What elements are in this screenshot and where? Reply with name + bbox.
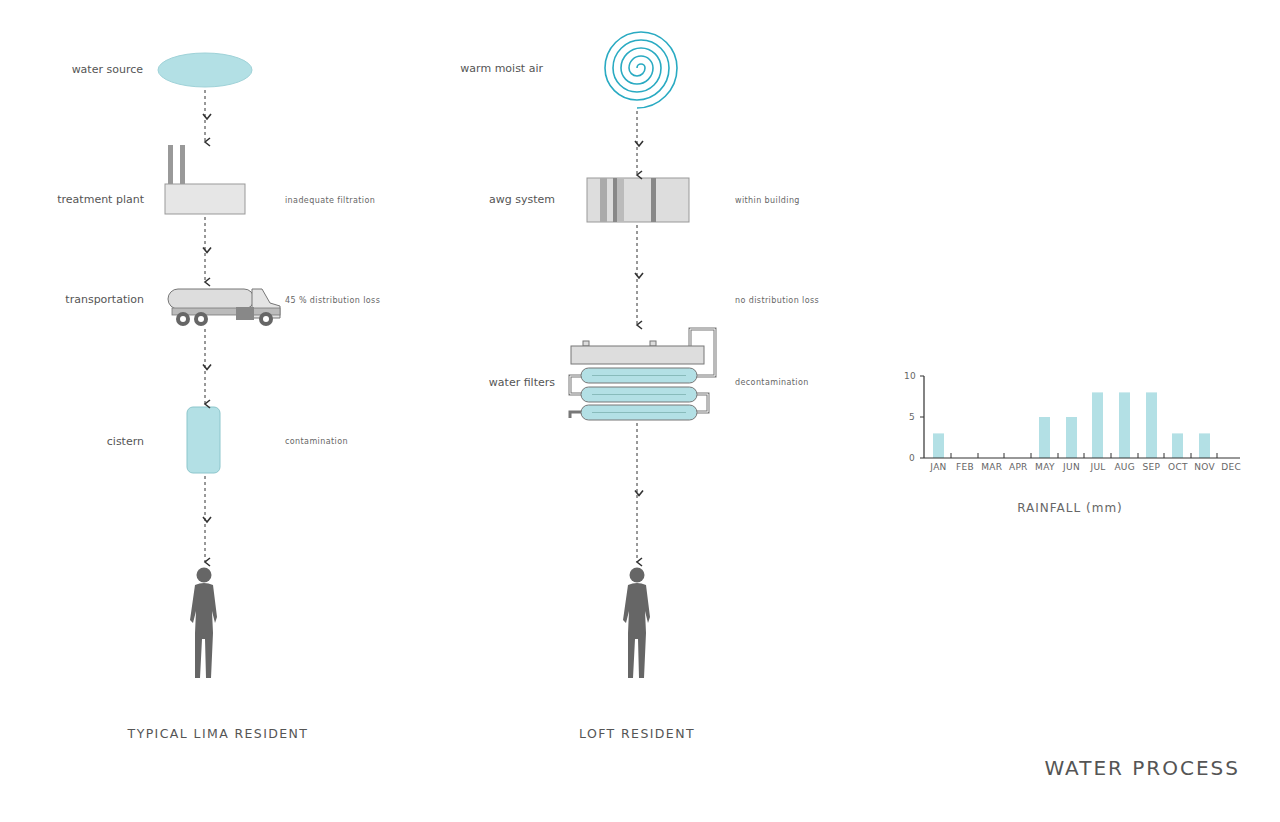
node-label: warm moist air [460,62,543,75]
node-label: water filters [489,376,555,389]
flow-arrow [205,329,206,404]
cistern-icon [187,407,220,473]
resident-node: TYPICAL LIMA RESIDENT [184,565,224,678]
moist-air-node: warm moist air [597,28,677,108]
person-silhouette [623,568,650,679]
flow-arrow [205,217,206,282]
month-label: OCT [1168,462,1188,473]
flow-arrow [205,90,206,142]
node-note: within building [735,196,800,206]
month-label: MAR [981,462,1002,473]
month-label: NOV [1194,462,1215,473]
cistern-node: cisterncontamination [186,407,221,473]
flow-arrow [637,225,638,325]
month-label: AUG [1114,462,1135,473]
month-label: JUN [1063,462,1080,473]
axis-value: 10 [904,371,916,382]
node-label: LOFT RESIDENT [579,726,695,741]
axis-value: 5 [909,412,915,423]
node-label: awg system [489,193,555,206]
truck-icon [168,289,280,326]
node-label: treatment plant [57,193,144,206]
node-label: water source [72,63,143,76]
water-filters-node: water filtersdecontamination [565,328,716,420]
node-label: TYPICAL LIMA RESIDENT [128,726,309,741]
axis-value: 0 [909,453,915,464]
node-label: transportation [65,293,144,306]
node-label: cistern [107,435,144,448]
month-label: MAY [1035,462,1055,473]
water-filters-icon [570,329,715,420]
treatment-plant-icon [165,145,245,214]
node-note: decontamination [735,378,809,388]
flow-arrow [205,476,206,562]
page-title: WATER PROCESS [1044,756,1240,780]
month-label: FEB [956,462,974,473]
water-source-icon [158,53,252,87]
flow-arrow [637,423,638,562]
month-label: SEP [1142,462,1160,473]
month-label: APR [1009,462,1028,473]
awg-unit-icon [587,178,689,222]
month-label: JUL [1091,462,1106,473]
transport-truck-node: transportation45 % distribution loss [167,285,280,326]
rainfall-chart [920,376,1240,458]
flow-arrow [637,111,638,175]
month-label: JAN [930,462,946,473]
person-silhouette [190,568,217,679]
node-note: 45 % distribution loss [285,296,380,306]
node-note: contamination [285,437,348,447]
air-spiral [605,32,677,108]
edge-label: no distribution loss [735,296,819,306]
node-note: inadequate filtration [285,196,375,206]
resident-node: LOFT RESIDENT [617,565,657,678]
water-source-node: water source [158,53,252,87]
axis-caption: RAINFALL (mm) [1017,501,1123,515]
awg-system-node: awg systemwithin building [587,178,689,222]
treatment-plant-node: treatment plantinadequate filtration [165,145,245,214]
month-label: DEC [1221,462,1241,473]
